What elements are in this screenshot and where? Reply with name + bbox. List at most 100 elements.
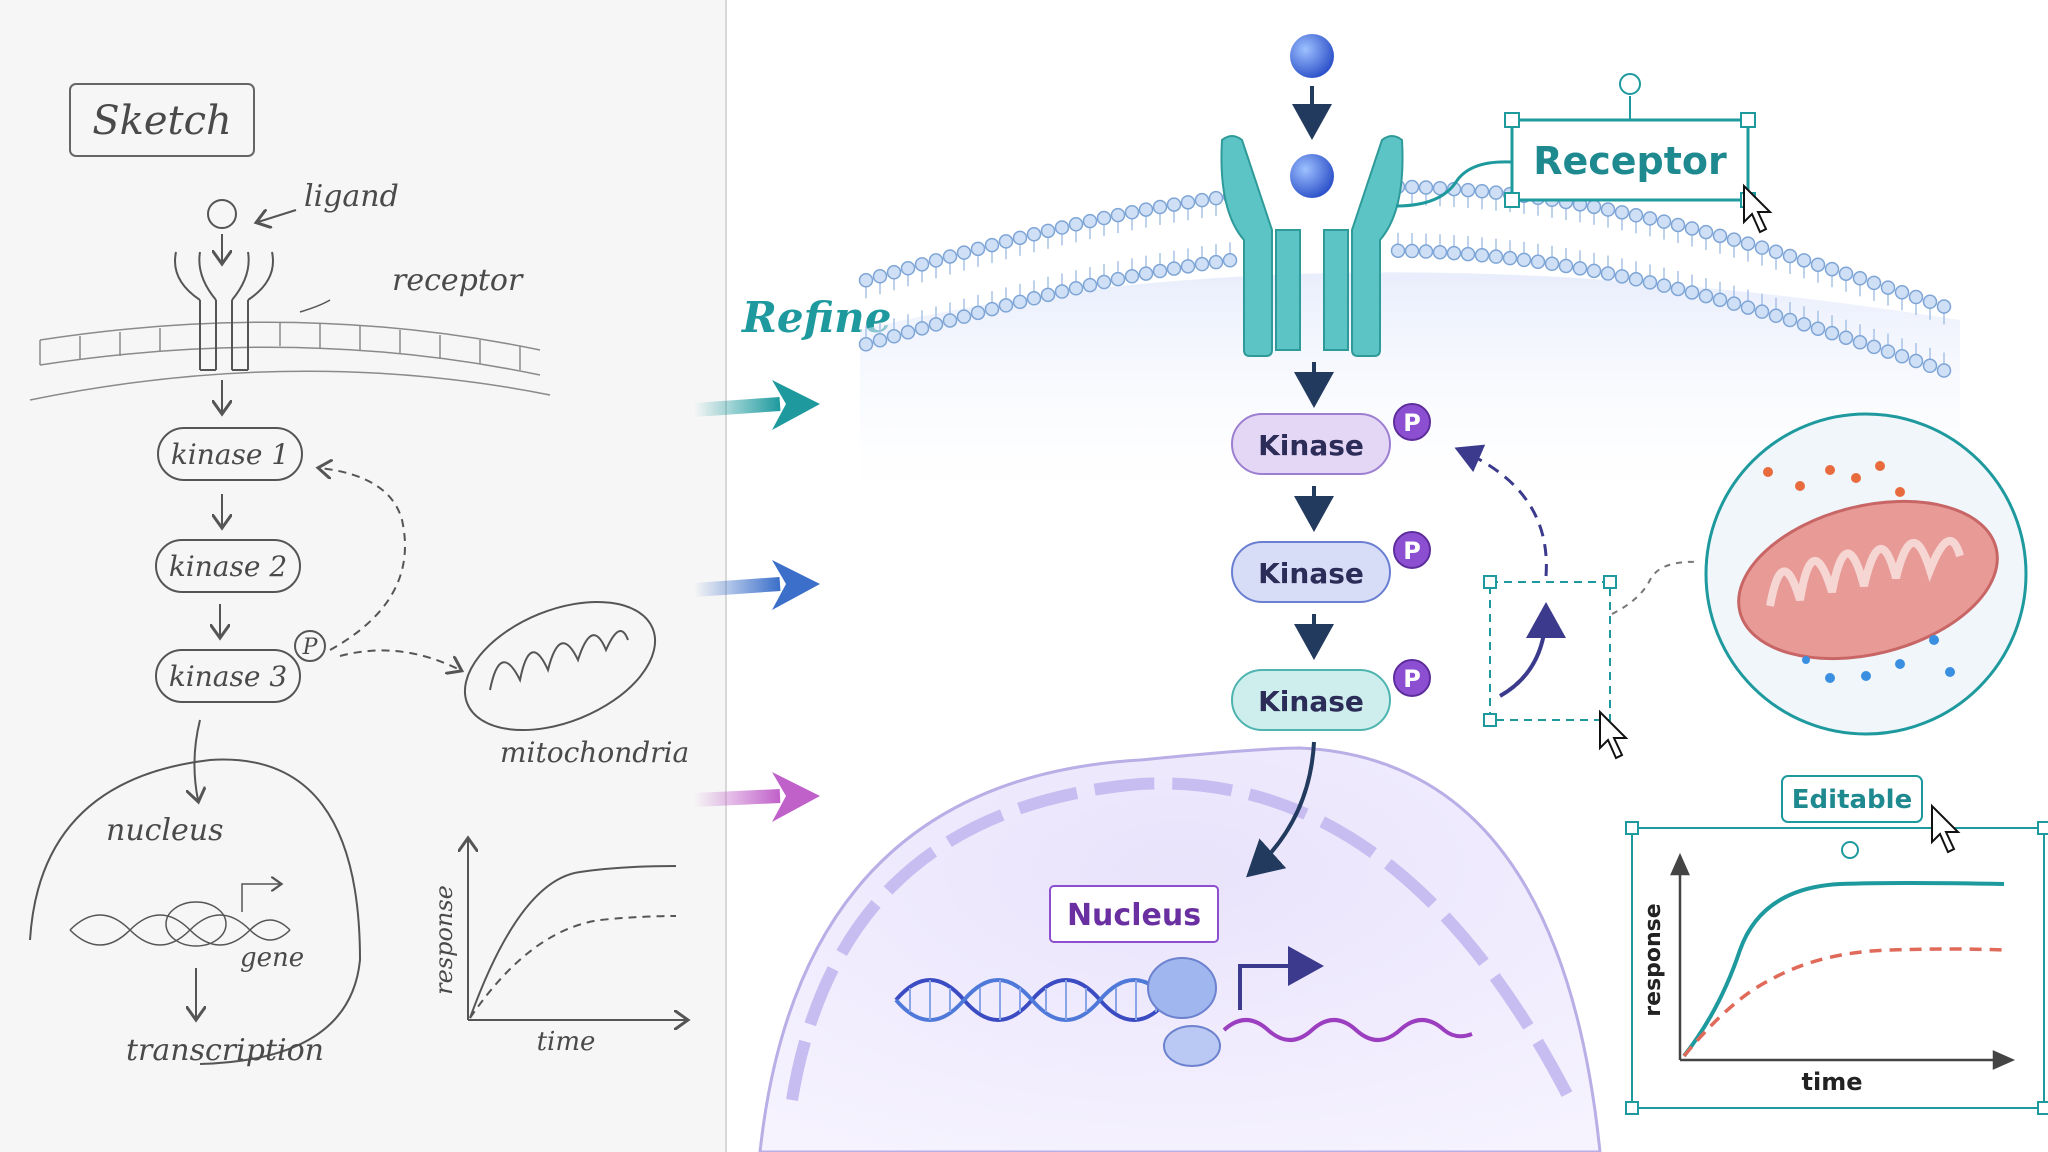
- lipid-head: [886, 265, 902, 280]
- lipid-head: [1026, 227, 1042, 242]
- lipid-head: [1614, 205, 1630, 220]
- kinase-2-label: Kinase: [1258, 557, 1364, 590]
- lipid-head: [1936, 363, 1952, 378]
- lipid-head: [984, 237, 1000, 253]
- receptor-label-box[interactable]: Receptor: [1504, 73, 1756, 208]
- lipid-head: [1656, 214, 1672, 229]
- selection-box[interactable]: [1483, 575, 1617, 727]
- lipid-head: [1810, 321, 1826, 336]
- refine-arrowhead-pink: [772, 772, 820, 822]
- sketch-feedback-arrow: [320, 468, 406, 651]
- lipid-head: [1866, 275, 1882, 291]
- sketch-receptor-icon: [174, 251, 274, 371]
- refine-arrow-teal: [693, 397, 781, 417]
- lipid-head: [914, 257, 930, 272]
- sketch-ligand-pointer: [258, 210, 297, 222]
- sketch-receptor-label: receptor: [392, 263, 524, 298]
- lipid-head: [1040, 287, 1056, 303]
- refine-arrowhead-blue: [772, 560, 820, 610]
- lipid-head: [1418, 244, 1434, 259]
- lipid-head: [1796, 253, 1812, 268]
- lipid-head: [1418, 180, 1434, 195]
- lipid-head: [1068, 217, 1084, 232]
- nucleus-region: [758, 746, 1602, 1152]
- nucleus-label-box[interactable]: Nucleus: [1049, 885, 1219, 943]
- lipid-head: [1670, 217, 1686, 233]
- lipid-head: [1054, 284, 1070, 299]
- lipid-head: [1782, 248, 1798, 264]
- lipid-head: [1054, 220, 1070, 235]
- lipid-head: [858, 337, 874, 352]
- nuclear-entry-arrow: [1246, 741, 1316, 878]
- lipid-head: [1600, 266, 1616, 281]
- feedback-arrow: [1454, 444, 1548, 577]
- editable-label-box[interactable]: Editable: [1781, 775, 1923, 823]
- phospho-label-2: P: [1403, 537, 1421, 565]
- lipid-head: [872, 333, 888, 348]
- lipid-head: [1880, 280, 1896, 295]
- phospho-icon: [1393, 403, 1431, 441]
- editable-chart[interactable]: [1625, 821, 2048, 1115]
- dna-icon: [894, 978, 1170, 1022]
- sketch-mitochondrion-icon: [463, 600, 657, 732]
- cursor-icon: [1931, 803, 1961, 854]
- lipid-head: [1502, 250, 1518, 266]
- lipid-head: [1460, 246, 1476, 262]
- phospho-icon: [1393, 659, 1431, 697]
- cursor-icon: [1743, 183, 1773, 234]
- lipid-head: [1922, 294, 1938, 310]
- lipid-head: [1866, 339, 1882, 355]
- sketch-mito-label: mitochondria: [500, 736, 689, 769]
- lipid-head: [1124, 269, 1140, 284]
- lipid-head: [1110, 207, 1126, 223]
- sketch-ligand-icon: [207, 199, 237, 229]
- lipid-head: [1012, 294, 1028, 310]
- sketch-panel-bg: [0, 0, 726, 1152]
- lipid-head: [1642, 211, 1658, 226]
- lipid-head: [1922, 358, 1938, 374]
- sketch-receptor-pointer: [299, 299, 331, 313]
- kinase-1[interactable]: Kinase: [1231, 413, 1391, 475]
- receptor-leader-line: [1395, 160, 1513, 208]
- sketch-gene-label: gene: [240, 943, 304, 973]
- lipid-head: [998, 298, 1014, 313]
- lipid-head: [1446, 245, 1462, 261]
- lipid-head: [1166, 261, 1182, 276]
- lipid-head: [1166, 197, 1182, 212]
- sketch-title: Sketch: [92, 98, 232, 144]
- mitochondrion-icon: [1704, 412, 2028, 736]
- lipid-head: [928, 317, 944, 332]
- lipid-head: [1824, 325, 1840, 341]
- lipid-head: [1180, 259, 1196, 274]
- lipid-head: [1208, 254, 1224, 270]
- sketch-phospho-icon: [294, 630, 326, 662]
- lipid-head: [1740, 300, 1756, 315]
- cursor-icon: [1599, 709, 1629, 760]
- rna-polymerase-icon: [1147, 957, 1221, 1067]
- lipid-head: [970, 305, 986, 321]
- membrane-icon: [858, 179, 1952, 378]
- lipid-head: [900, 325, 916, 340]
- lipid-head: [1712, 292, 1728, 308]
- kinase-2[interactable]: Kinase: [1231, 541, 1391, 603]
- nucleus-label: Nucleus: [1067, 898, 1201, 933]
- sketch-kinase2: [155, 539, 301, 593]
- lipid-head: [1544, 256, 1560, 272]
- lipid-head: [998, 234, 1014, 249]
- lipid-head: [1404, 179, 1420, 195]
- chart-series-dashed: [1682, 947, 2005, 1058]
- lipid-head: [1488, 249, 1504, 264]
- kinase-1-label: Kinase: [1258, 429, 1364, 462]
- lipid-head: [1432, 244, 1448, 260]
- lipid-head: [1908, 289, 1924, 305]
- kinase-3[interactable]: Kinase: [1231, 669, 1391, 731]
- lipid-head: [1194, 256, 1210, 272]
- receptor-icon: [1220, 135, 1404, 357]
- lipid-head: [1530, 254, 1546, 270]
- lipid-head: [1040, 223, 1056, 239]
- lipid-head: [1754, 304, 1770, 319]
- lipid-head: [1880, 344, 1896, 359]
- lipid-head: [1026, 291, 1042, 306]
- refine-arrow-blue: [693, 577, 781, 597]
